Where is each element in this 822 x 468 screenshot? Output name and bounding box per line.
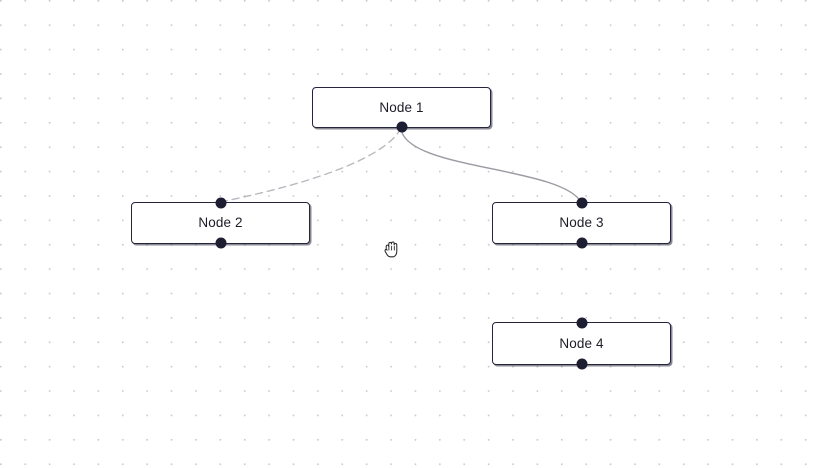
node-label: Node 1 [379, 99, 424, 115]
handle-top[interactable] [576, 197, 587, 209]
node-label: Node 2 [198, 215, 243, 231]
handle-top[interactable] [576, 317, 587, 329]
handle-bottom[interactable] [396, 121, 407, 133]
node-node-3[interactable]: Node 3 [492, 197, 671, 249]
handle-bottom[interactable] [215, 237, 226, 249]
grab-hand-cursor [384, 241, 398, 258]
edge-node1-to-node3[interactable] [400, 127, 582, 203]
node-node-1[interactable]: Node 1 [312, 87, 491, 133]
handle-top[interactable] [215, 197, 226, 209]
handle-bottom[interactable] [576, 358, 587, 370]
node-label: Node 4 [559, 335, 604, 351]
node-node-4[interactable]: Node 4 [492, 317, 671, 370]
edge-node1-to-node2[interactable] [219, 127, 402, 203]
node-label: Node 3 [559, 215, 604, 231]
handle-bottom[interactable] [576, 237, 587, 249]
node-node-2[interactable]: Node 2 [131, 197, 310, 249]
